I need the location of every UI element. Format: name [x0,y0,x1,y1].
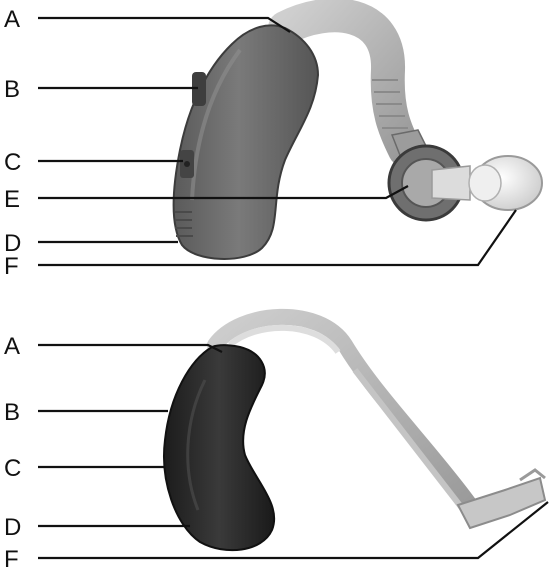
bottom-label-f: F [4,546,19,571]
top-dome-inner [469,165,501,201]
top-label-f: F [4,253,19,280]
bottom-hearing-aid-body [164,345,274,550]
top-label-c: C [4,149,21,176]
bottom-label-a: A [4,333,20,360]
top-label-a: A [4,6,20,33]
top-dome-stem [432,166,470,200]
top-hearing-aid-body [174,25,319,259]
hearing-aid-top: A B C E D F [4,6,542,280]
bottom-label-d: D [4,514,21,541]
bottom-leader-a [38,345,222,352]
hearing-aid-bottom: A B C D F [4,317,548,571]
bottom-receiver-tip [458,478,545,528]
bottom-receiver-tab [520,470,545,480]
top-label-e: E [4,186,20,213]
bottom-thin-tube [355,370,465,512]
top-switch-dot [184,161,190,167]
top-leader-f [38,210,516,265]
bottom-label-c: C [4,455,21,482]
bottom-label-b: B [4,399,20,426]
top-label-b: B [4,76,20,103]
